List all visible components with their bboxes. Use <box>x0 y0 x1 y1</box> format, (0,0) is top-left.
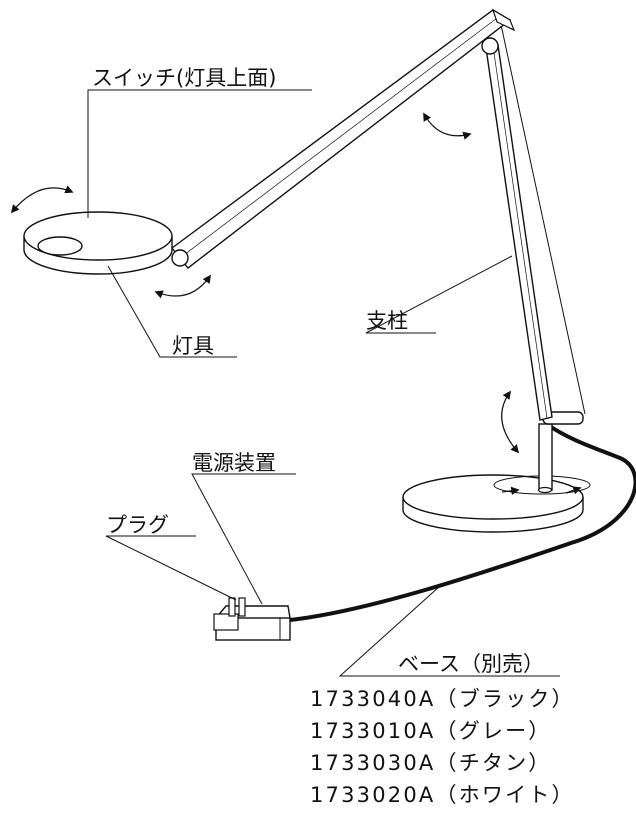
lamp-head <box>23 211 173 275</box>
switch-button <box>37 236 83 256</box>
lamp-pillar <box>485 19 586 421</box>
pillar-label: 支柱 <box>366 309 408 333</box>
rotation-arrow-icon <box>423 112 472 140</box>
rotation-arrow-icon <box>154 274 211 299</box>
power-supply-label: 電源装置 <box>192 451 276 475</box>
base-model-item: 1733030A（チタン） <box>310 751 552 775</box>
lamp-upper-arm <box>170 8 516 269</box>
base-model-item: 1733010A（グレー） <box>310 719 552 743</box>
leader-lines <box>87 89 560 677</box>
plug-label: プラグ <box>106 513 169 537</box>
lamp-base <box>402 474 591 533</box>
lamp-head-label: 灯具 <box>172 334 214 358</box>
power-cord <box>289 423 636 622</box>
base-model-item: 1733020A（ホワイト） <box>310 783 575 807</box>
switch-label: スイッチ(灯具上面) <box>92 66 277 90</box>
rotation-arrow-icon <box>565 486 582 495</box>
base-label: ベース（別売） <box>398 652 544 676</box>
rotation-arrow-icon <box>501 486 520 496</box>
elbow-joint <box>481 37 499 55</box>
base-model-item: 1733040A（ブラック） <box>310 687 575 711</box>
rotation-arrow-icon <box>501 390 520 454</box>
rotation-arrow-icon <box>10 185 74 214</box>
head-joint <box>171 249 189 267</box>
power-supply <box>213 605 291 641</box>
lamp-post <box>537 411 584 494</box>
